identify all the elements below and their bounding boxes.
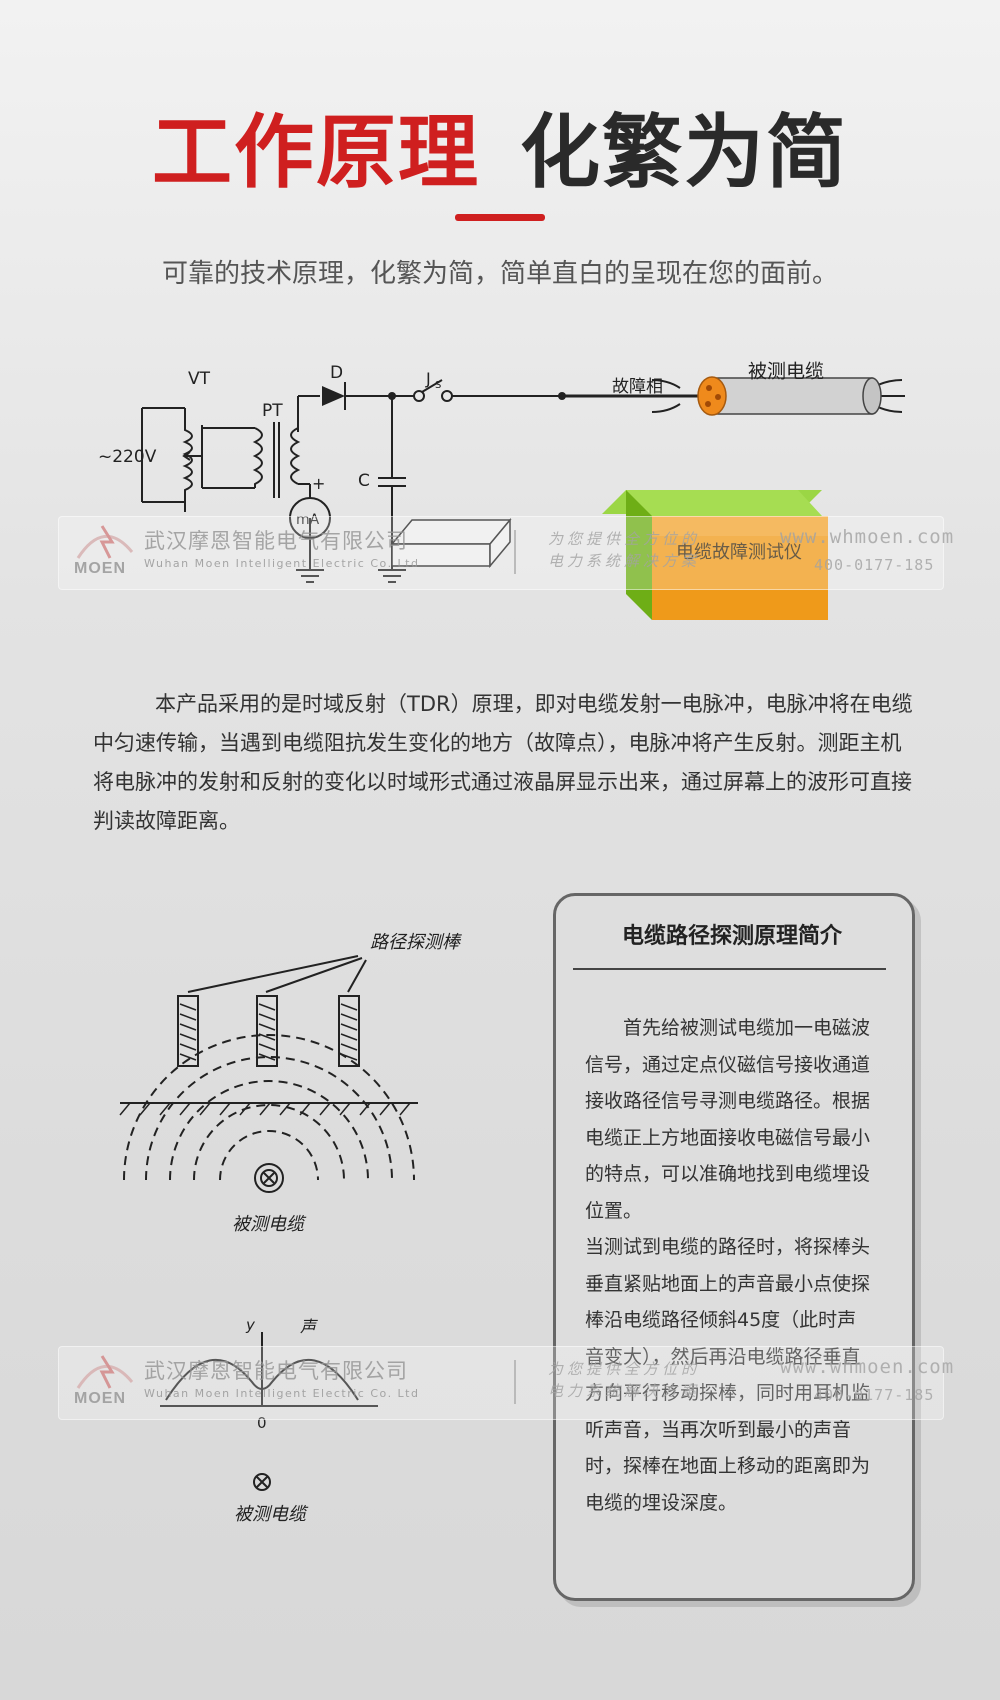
label-plus: + bbox=[312, 474, 325, 493]
label-pt: PT bbox=[262, 401, 283, 421]
slogan: 为您提供全方位的 电力系统解决方案 bbox=[548, 528, 748, 572]
label-sound: 声 bbox=[300, 1317, 318, 1336]
label-cable: 被测电缆 bbox=[748, 361, 824, 383]
label-220v: ~220V bbox=[98, 447, 157, 467]
slogan-line-2: 电力系统解决方案 bbox=[548, 1382, 701, 1400]
slogan-line-1: 为您提供全方位的 bbox=[548, 1360, 701, 1378]
label-js: J bbox=[425, 369, 431, 388]
box-text: 首先给被测试电缆加一电磁波信号，通过定点仪磁信号接收通道接收路径信号寻测电缆路径… bbox=[585, 1010, 875, 1521]
sound-curve-diagram: y 声 0 被测电缆 bbox=[160, 1316, 378, 1525]
label-vt: VT bbox=[188, 369, 211, 389]
label-cable-1: 被测电缆 bbox=[232, 1214, 307, 1235]
slogan-line-1: 为您提供全方位的 bbox=[548, 530, 701, 548]
phone-number: 400-0177-185 bbox=[814, 556, 935, 574]
company-name: 武汉摩恩智能电气有限公司 bbox=[144, 1359, 408, 1383]
box-title: 电缆路径探测原理简介 bbox=[621, 924, 842, 949]
label-fault-phase: 故障相 bbox=[612, 377, 663, 397]
company-name-en: Wuhan Moen Intelligent Electric Co. Ltd bbox=[144, 1387, 420, 1400]
logo-text: MOEN bbox=[74, 560, 126, 577]
moen-logo-icon bbox=[76, 1355, 134, 1389]
website-url: www.whmoen.com bbox=[780, 526, 955, 548]
watermark-banner-1: MOEN 武汉摩恩智能电气有限公司 Wuhan Moen Intelligent… bbox=[58, 516, 953, 590]
slogan: 为您提供全方位的 电力系统解决方案 bbox=[548, 1358, 748, 1402]
label-c: C bbox=[358, 471, 370, 491]
title-dark: 化繁为简 bbox=[520, 106, 848, 199]
box-paragraph-2: 当测试到电缆的路径时，将探棒头垂直紧贴地面上的声音最小点使探棒沿电缆路径倾斜45… bbox=[585, 1236, 871, 1514]
watermark-separator bbox=[514, 1360, 516, 1404]
path-principle-box bbox=[553, 893, 915, 1601]
label-d: D bbox=[330, 363, 343, 383]
label-device: 电缆故障测试仪 bbox=[676, 542, 802, 563]
box-paragraph-1: 首先给被测试电缆加一电磁波信号，通过定点仪磁信号接收通道接收路径信号寻测电缆路径… bbox=[585, 1017, 871, 1222]
tdr-circuit-diagram: VT PT D J S ~220V C + mA 故障相 被测电缆 电缆故障测试… bbox=[98, 361, 905, 620]
label-probe: 路径探测棒 bbox=[370, 932, 462, 953]
company-name: 武汉摩恩智能电气有限公司 bbox=[144, 529, 408, 553]
box-divider bbox=[573, 968, 886, 970]
label-y: y bbox=[245, 1316, 256, 1334]
tdr-principle-text: 本产品采用的是时域反射（TDR）原理，即对电缆发射一电脉冲，电脉冲将在电缆中匀速… bbox=[93, 692, 913, 833]
watermark-banner-2: MOEN 武汉摩恩智能电气有限公司 Wuhan Moen Intelligent… bbox=[58, 1346, 953, 1420]
title-underline bbox=[455, 214, 545, 221]
logo-text: MOEN bbox=[74, 1390, 126, 1407]
slogan-line-2: 电力系统解决方案 bbox=[548, 552, 701, 570]
subtitle: 可靠的技术原理，化繁为简，简单直白的呈现在您的面前。 bbox=[161, 259, 838, 289]
label-zero: 0 bbox=[257, 1414, 267, 1432]
path-probe-diagram: 路径探测棒 被测电缆 bbox=[119, 932, 462, 1235]
label-js-sub: S bbox=[435, 380, 441, 391]
label-cable-2: 被测电缆 bbox=[234, 1504, 309, 1525]
website-url: www.whmoen.com bbox=[780, 1356, 955, 1378]
watermark-separator bbox=[514, 530, 516, 574]
title-red: 工作原理 bbox=[152, 106, 480, 199]
company-name-en: Wuhan Moen Intelligent Electric Co. Ltd bbox=[144, 557, 420, 570]
phone-number: 400-0177-185 bbox=[814, 1386, 935, 1404]
page-title: 工作原理化繁为简 bbox=[0, 88, 1000, 204]
moen-logo-icon bbox=[76, 525, 134, 559]
